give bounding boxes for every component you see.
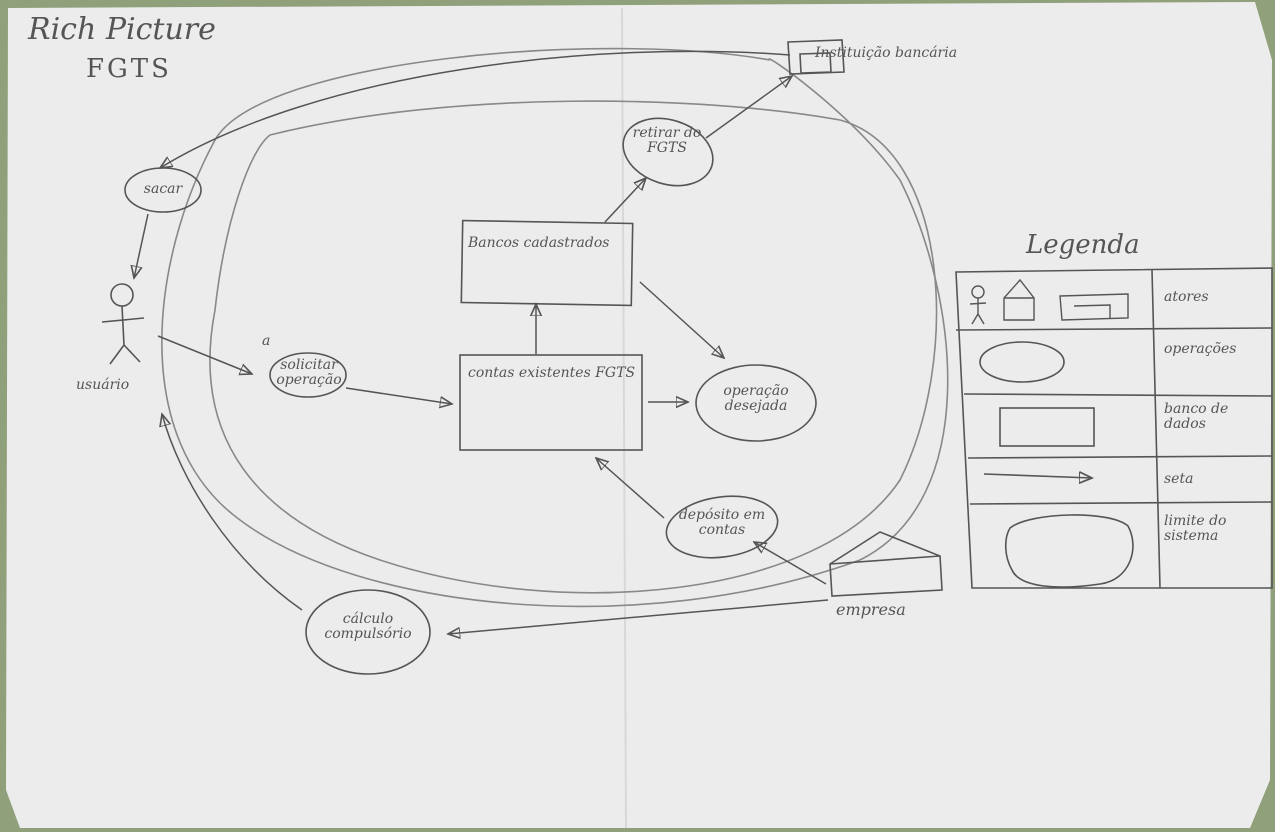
- inner-boundary: [209, 100, 938, 594]
- label-usuario: usuário: [76, 377, 130, 393]
- legend-arrow-symbol: [983, 474, 1092, 478]
- label-empresa: empresa: [836, 600, 906, 619]
- bank-building-icon: [787, 39, 845, 75]
- legend-rect-symbol: [999, 407, 1095, 447]
- arrow-user-to-solicitar: [157, 335, 252, 374]
- contas-db-rect: [459, 354, 643, 451]
- arrow-bancos-to-retirar: [604, 178, 646, 223]
- legend-ellipse-symbol: [979, 341, 1065, 383]
- solicitar-ellipse: [269, 352, 347, 398]
- label-calculo: cálculo compulsório: [324, 611, 412, 642]
- calculo-ellipse: [305, 589, 431, 675]
- arrow-bancos-to-operacao: [639, 281, 724, 358]
- paper-sheet: [6, 2, 1272, 828]
- arrow-sacar-to-user: [134, 213, 149, 278]
- arrow-solicitar-to-contas: [345, 387, 452, 404]
- legend-label-limite: limite do sistema: [1164, 513, 1227, 544]
- label-contas: contas existentes FGTS: [468, 365, 636, 381]
- label-bancos: Bancos cadastrados: [468, 235, 610, 251]
- deposito-ellipse: [665, 495, 779, 559]
- company-building-icon: [829, 531, 943, 597]
- legend-actors-icons: [969, 278, 1129, 325]
- label-solicitar: solicitar operação: [276, 357, 342, 388]
- legend-label-atores: atores: [1164, 289, 1209, 305]
- label-retirar: retirar do FGTS: [632, 125, 702, 156]
- label-sacar: sacar: [143, 181, 183, 197]
- retirar-ellipse: [622, 117, 714, 187]
- legend-label-banco: banco de dados: [1164, 401, 1229, 432]
- legend-label-operacoes: operações: [1164, 341, 1237, 357]
- label-instituicao: Instituição bancária: [815, 45, 958, 61]
- title-line2: FGTS: [86, 54, 172, 84]
- arrow-retirar-to-bank: [705, 76, 792, 139]
- label-operacao: operação desejada: [723, 383, 789, 414]
- arrow-empresa-to-deposito: [754, 542, 827, 585]
- arrow-deposito-to-contas: [596, 458, 665, 519]
- bancos-db-rect: [460, 219, 634, 307]
- legend-table: [955, 267, 1273, 589]
- outer-boundary: [161, 47, 949, 608]
- label-small-a: a: [262, 333, 271, 349]
- label-deposito: depósito em contas: [678, 507, 766, 538]
- legend-label-seta: seta: [1164, 471, 1194, 487]
- legend-blob-symbol: [1004, 514, 1134, 588]
- user-actor-icon: [101, 283, 145, 365]
- operacao-ellipse: [695, 364, 817, 442]
- arrow-calculo-to-user: [162, 414, 303, 611]
- arrow-boundary-to-sacar: [160, 50, 791, 168]
- arrow-empresa-to-calculo: [448, 599, 829, 634]
- title-line1: Rich Picture: [28, 12, 216, 47]
- legend-title: Legenda: [1026, 230, 1140, 260]
